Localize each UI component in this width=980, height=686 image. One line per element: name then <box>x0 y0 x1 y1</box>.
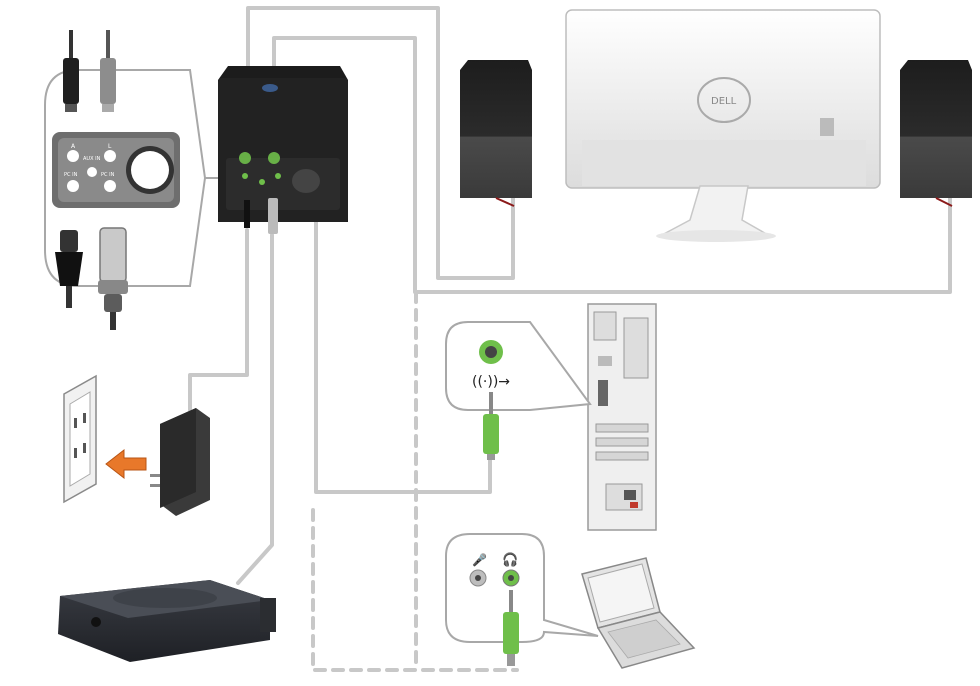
monitor-rear: DELL <box>566 10 880 242</box>
power-adapter <box>150 408 210 516</box>
label-pc-in-2: PC IN <box>101 172 115 178</box>
speaker-left <box>460 60 532 206</box>
laptop-audio-callout: 🎤 🎧 <box>446 534 598 666</box>
rca-plug-black-icon <box>63 30 79 112</box>
speaker-right <box>900 60 972 206</box>
monitor-logo-text: DELL <box>711 96 737 107</box>
control-panel-illustration: A L AUX IN PC IN PC IN <box>52 132 180 208</box>
insert-arrow-icon <box>106 450 146 478</box>
connector-callout: A L AUX IN PC IN PC IN <box>45 30 218 330</box>
cable-hub <box>238 235 272 583</box>
desktop-computer <box>588 304 656 530</box>
label-aux-in: AUX IN <box>83 156 101 162</box>
microphone-icon: 🎤 <box>472 552 487 567</box>
laptop-computer <box>582 558 694 668</box>
audio-hub-box <box>218 66 348 234</box>
wall-outlet <box>64 376 96 502</box>
audio-out-icon: ((·))→ <box>472 374 510 390</box>
mini-jack-grey-icon <box>98 228 128 330</box>
cable-power <box>190 230 247 410</box>
pc-audio-callout: ((·))→ <box>446 322 590 460</box>
wireless-receiver <box>58 580 276 662</box>
label-pc-in: PC IN <box>64 172 78 178</box>
headphone-icon: 🎧 <box>502 552 518 568</box>
rca-plug-grey-icon <box>100 30 116 112</box>
